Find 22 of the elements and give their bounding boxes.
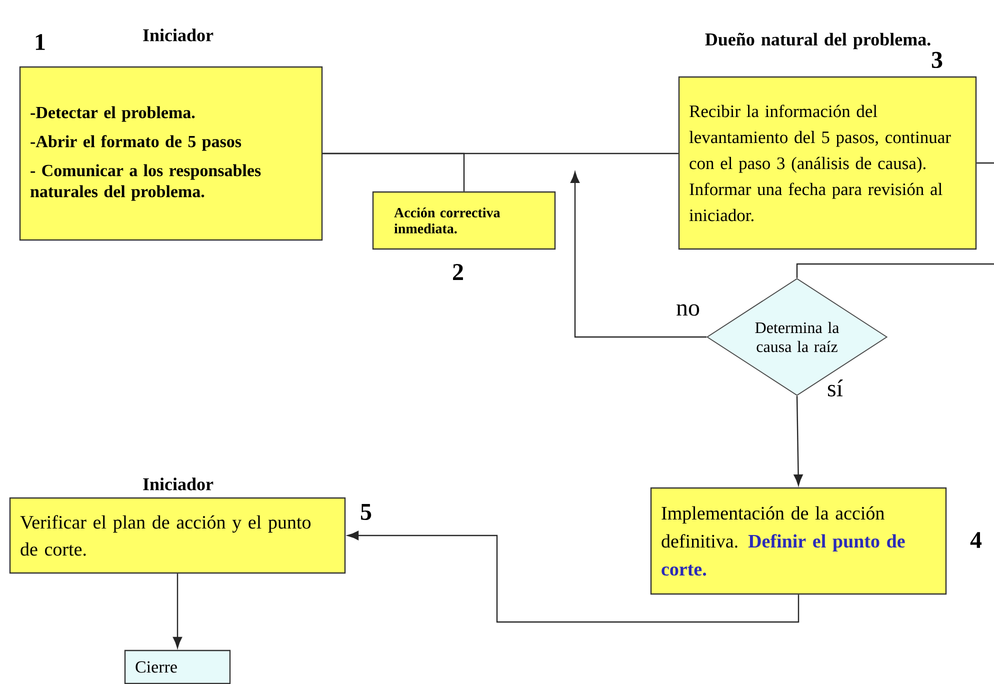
process-box: -Detectar el problema. -Abrir el formato de 5 pasos - Comunicar a los responsables naturales del problema. — [19, 66, 323, 241]
process-box: Acción correctiva inmediata. — [372, 191, 556, 250]
connector — [794, 396, 803, 486]
edge-label: sí — [828, 380, 843, 396]
connector — [347, 530, 800, 623]
end-box: Cierre — [124, 650, 231, 684]
step-number: 1 — [36, 34, 45, 50]
process-box: Recibir la información del levantamiento del 5 pasos, continuar con el paso 3 (análisis de causa). Informar una fecha para revisión al iniciador. — [678, 76, 977, 250]
step-number: 3 — [932, 52, 942, 68]
connector — [172, 574, 182, 648]
step-number: 5 — [360, 504, 372, 520]
heading: Dueño natural del problema. — [705, 32, 930, 50]
connector — [796, 162, 994, 278]
heading: Iniciador — [143, 478, 214, 490]
process-box: Verificar el plan de acción y el punto de corte. — [9, 497, 346, 574]
connector — [322, 152, 465, 192]
heading: Iniciador — [143, 28, 214, 42]
process-box: Implementación de la acción definitiva. Definir el punto de corte. — [650, 487, 947, 595]
edge-label: no — [676, 304, 700, 316]
connector — [570, 172, 706, 338]
step-number: 2 — [453, 264, 463, 280]
step-number: 4 — [970, 532, 982, 548]
